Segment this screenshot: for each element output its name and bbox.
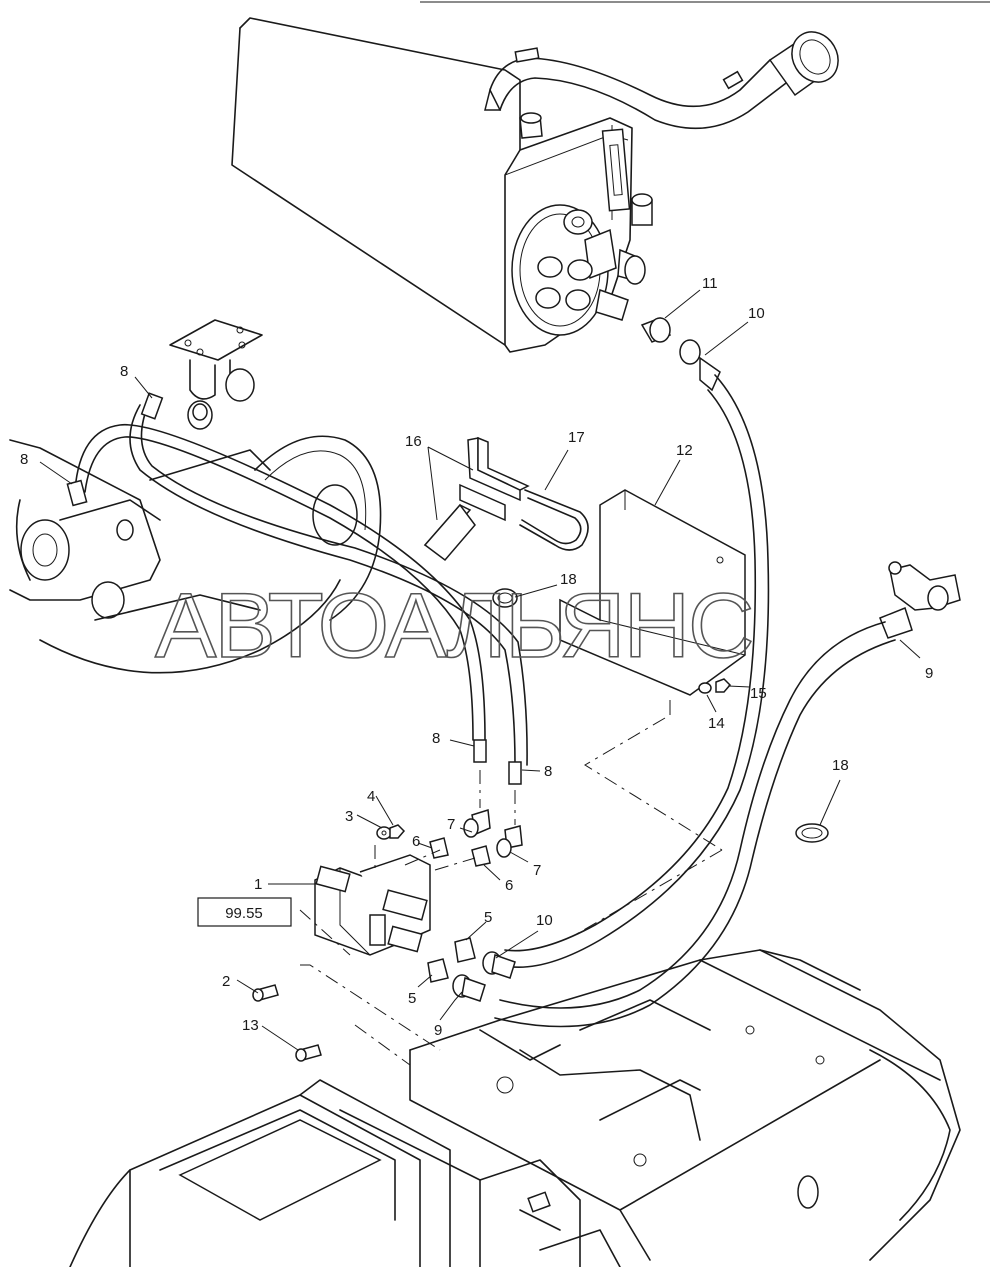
hose-9 xyxy=(494,561,961,1028)
callout-2: 2 xyxy=(222,973,230,990)
washer-and-nut xyxy=(376,824,406,840)
clamp-17 xyxy=(519,489,589,551)
callout-15: 15 xyxy=(750,685,767,702)
callout-14: 14 xyxy=(708,715,725,732)
callout-12: 12 xyxy=(676,442,693,459)
callout-8-lower-left: 8 xyxy=(432,730,440,747)
callout-7-right: 7 xyxy=(533,862,541,879)
callout-7-left: 7 xyxy=(447,816,455,833)
callout-10-bottom: 10 xyxy=(536,912,553,929)
callout-8-lower-right: 8 xyxy=(544,763,552,780)
callout-6-left: 6 xyxy=(412,833,420,850)
fittings-7 xyxy=(463,809,523,858)
washer-14-nut-15 xyxy=(698,678,732,694)
reference-box-label[interactable]: 99.55 xyxy=(225,905,263,922)
plate-12 xyxy=(559,489,746,715)
callout-17: 17 xyxy=(568,429,585,446)
reference-box[interactable]: 99.55 xyxy=(197,897,292,927)
callout-leaders xyxy=(39,289,921,1051)
watermark: АВТОАЛЬЯНС xyxy=(155,575,753,677)
callout-8-top: 8 xyxy=(120,363,128,380)
hydraulic-tank xyxy=(231,17,839,353)
clips-18 xyxy=(492,588,829,843)
fitting-11 xyxy=(640,317,672,343)
callout-9-bottom: 9 xyxy=(434,1022,442,1039)
hose-10 xyxy=(499,339,770,968)
callout-1: 1 xyxy=(254,876,262,893)
callout-8-left: 8 xyxy=(20,451,28,468)
fittings-6 xyxy=(429,837,491,867)
assembly-leaders xyxy=(299,717,723,1066)
callout-4: 4 xyxy=(367,788,375,805)
hoses-8 xyxy=(66,392,528,785)
callout-18-right: 18 xyxy=(832,757,849,774)
brackets-16 xyxy=(423,436,530,562)
cab-floor xyxy=(69,949,961,1267)
callout-11: 11 xyxy=(702,275,718,292)
callout-9-right: 9 xyxy=(925,665,933,682)
callout-5-lower: 5 xyxy=(408,990,416,1007)
callout-16: 16 xyxy=(405,433,422,450)
callout-6-right: 6 xyxy=(505,877,513,894)
bolts xyxy=(252,984,322,1062)
callout-5-upper: 5 xyxy=(484,909,492,926)
callout-13: 13 xyxy=(242,1017,259,1034)
left-frame-mount xyxy=(9,319,382,674)
callout-18-top: 18 xyxy=(560,571,577,588)
callout-3: 3 xyxy=(345,808,353,825)
callout-10-top: 10 xyxy=(748,305,765,322)
callout-labels: 11 10 8 8 16 17 12 18 15 14 9 18 8 8 7 7… xyxy=(20,275,933,1039)
hose-ends xyxy=(452,951,516,1002)
valve-block-1 xyxy=(314,854,431,956)
fittings-5 xyxy=(427,937,476,983)
